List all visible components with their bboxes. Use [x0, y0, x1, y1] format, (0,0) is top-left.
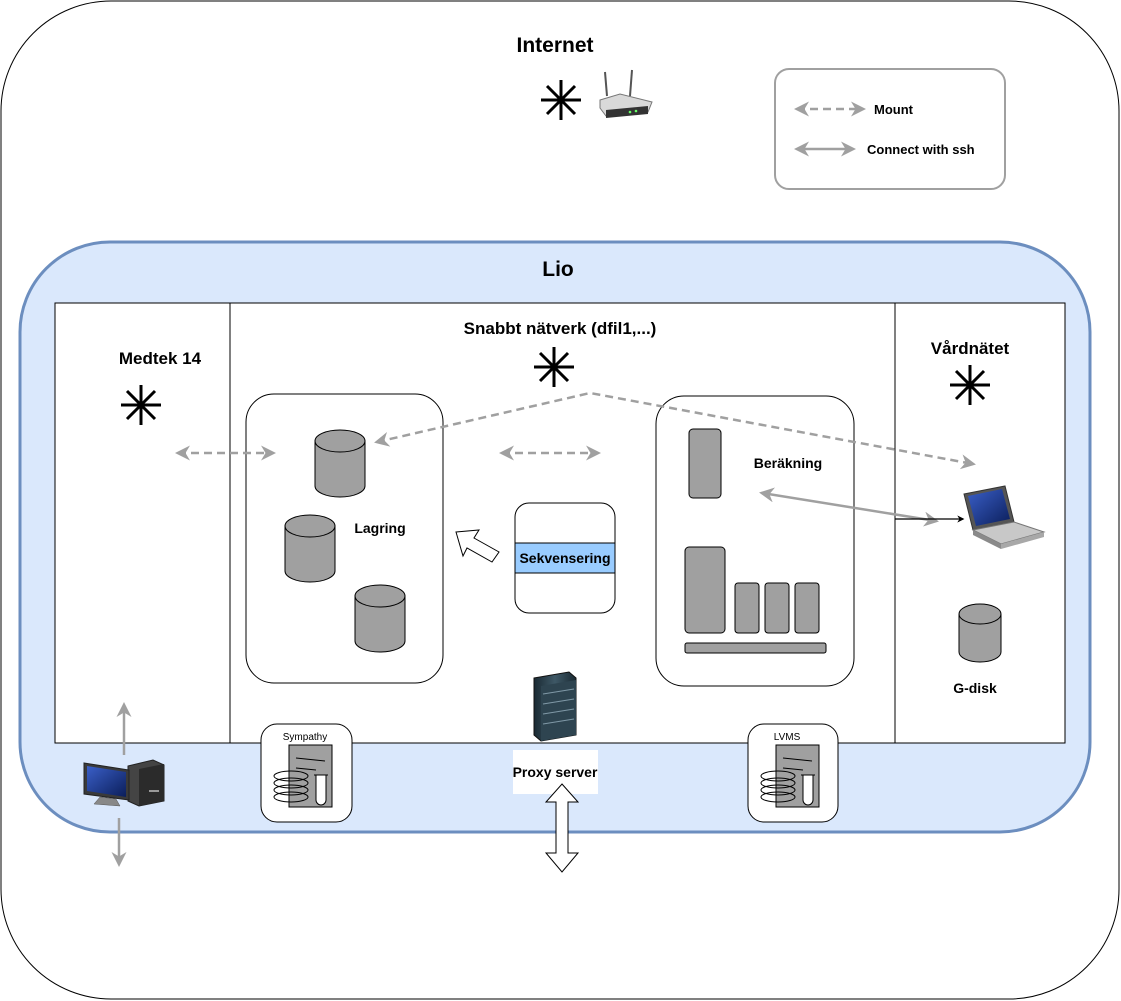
storage-cylinder: [284, 514, 336, 583]
compute-node: [794, 582, 820, 634]
medtek-title: Medtek 14: [119, 349, 202, 368]
lio-title: Lio: [542, 258, 574, 281]
medtek-network-icon: [121, 385, 161, 425]
compute-node: [684, 546, 726, 634]
proxy-label: Proxy server: [513, 764, 598, 780]
desktop-computer-icon: [83, 759, 165, 807]
lvms-label: LVMS: [774, 732, 801, 743]
proxy-internet-arrow: [544, 783, 580, 873]
lab-system-icon: [760, 744, 820, 808]
sekvensering-label: Sekvensering: [519, 550, 610, 566]
sympathy-label: Sympathy: [283, 732, 327, 743]
storage-cylinder: [354, 584, 406, 653]
compute-node: [764, 582, 790, 634]
snabbt-title: Snabbt nätverk (dfil1,...): [464, 319, 657, 338]
compute-rack-base: [684, 642, 827, 654]
berakning-label: Beräkning: [754, 455, 822, 471]
sekvensering-band: [514, 542, 616, 574]
lab-system-icon: [273, 744, 333, 808]
compute-node: [734, 582, 760, 634]
ssh-arrow-laptop-berakning: [759, 487, 939, 527]
lagring-label: Lagring: [354, 520, 405, 536]
laptop-icon: [963, 485, 1046, 549]
mount-arrow-lagring-laptop: [374, 391, 976, 470]
snabbt-network-icon: [534, 347, 574, 387]
proxy-label-bg: [513, 750, 598, 794]
legend: Mount Connect with ssh: [774, 68, 1006, 190]
g-disk-label: G-disk: [953, 680, 997, 696]
g-disk-cylinder: [958, 603, 1002, 663]
internet-network-icon: [541, 80, 581, 120]
server-rack-icon: [533, 671, 577, 742]
compute-node: [688, 428, 722, 499]
legend-ssh-label: Connect with ssh: [867, 142, 975, 157]
storage-cylinder: [314, 429, 366, 498]
sequencing-to-storage-arrow: [455, 529, 500, 563]
router-icon: [599, 69, 653, 118]
vardnatet-title: Vårdnätet: [931, 339, 1010, 358]
legend-mount-label: Mount: [874, 102, 914, 117]
internet-title: Internet: [516, 34, 593, 57]
vardnatet-network-icon: [950, 365, 990, 405]
